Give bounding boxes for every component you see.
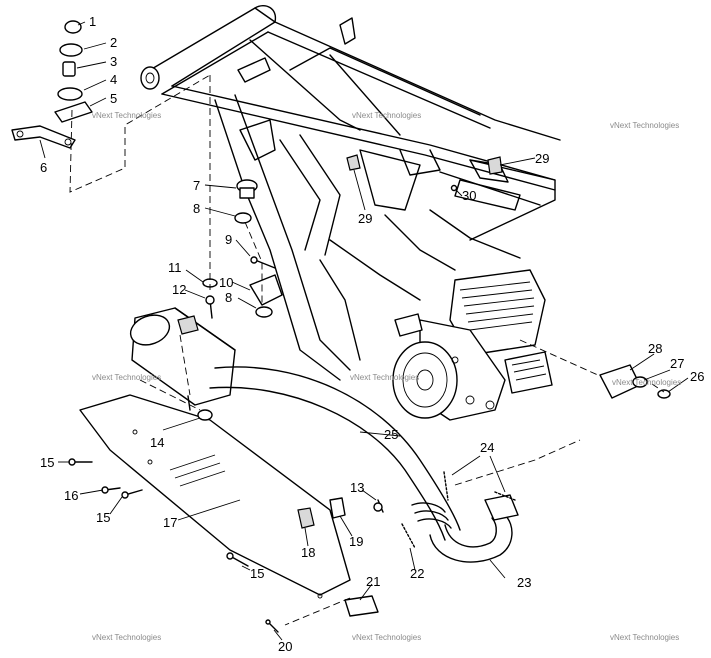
watermark-text: vNext Technologies (92, 373, 161, 382)
callout-29: 29 (358, 211, 372, 226)
callout-21: 21 (366, 574, 380, 589)
hardware-parts (11, 20, 671, 633)
callout-3: 3 (110, 54, 117, 69)
callout-26: 26 (690, 369, 704, 384)
callout-15: 15 (250, 566, 264, 581)
callout-9: 9 (225, 232, 232, 247)
leader-lines (39, 21, 689, 641)
callout-12: 12 (172, 282, 186, 297)
callout-28: 28 (648, 341, 662, 356)
callout-30: 30 (462, 188, 476, 203)
callout-23: 23 (517, 575, 531, 590)
callout-25: 25 (384, 427, 398, 442)
callout-8: 8 (193, 201, 200, 216)
callout-27: 27 (670, 356, 684, 371)
callout-1: 1 (89, 14, 96, 29)
watermark-text: vNext Technologies (92, 633, 161, 642)
callout-20: 20 (278, 639, 292, 654)
callout-29: 29 (535, 151, 549, 166)
callout-19: 19 (349, 534, 363, 549)
callout-22: 22 (410, 566, 424, 581)
exhaust-system (129, 307, 519, 563)
watermark-text: vNext Technologies (612, 378, 681, 387)
watermarks: vNext Technologies vNext Technologies vN… (92, 111, 681, 642)
callout-4: 4 (110, 72, 117, 87)
watermark-text: vNext Technologies (610, 121, 679, 130)
callout-6: 6 (40, 160, 47, 175)
callout-2: 2 (110, 35, 117, 50)
heat-shield (79, 394, 351, 599)
callout-17: 17 (163, 515, 177, 530)
callout-11: 11 (168, 260, 182, 275)
callout-15: 15 (40, 455, 54, 470)
callout-5: 5 (110, 91, 117, 106)
callout-18: 18 (301, 545, 315, 560)
callout-24: 24 (480, 440, 494, 455)
callout-13: 13 (350, 480, 364, 495)
watermark-text: vNext Technologies (92, 111, 161, 120)
watermark-text: vNext Technologies (350, 373, 419, 382)
callout-10: 10 (219, 275, 233, 290)
watermark-text: vNext Technologies (352, 111, 421, 120)
callout-16: 16 (64, 488, 78, 503)
callout-14: 14 (150, 435, 164, 450)
frame-assembly (140, 4, 561, 381)
engine-assembly (392, 269, 553, 421)
callout-labels: 1 2 3 4 5 6 7 8 8 9 10 11 12 13 14 15 15… (40, 14, 704, 654)
watermark-text: vNext Technologies (610, 633, 679, 642)
watermark-text: vNext Technologies (352, 633, 421, 642)
callout-15: 15 (96, 510, 110, 525)
callout-8: 8 (225, 290, 232, 305)
callout-7: 7 (193, 178, 200, 193)
